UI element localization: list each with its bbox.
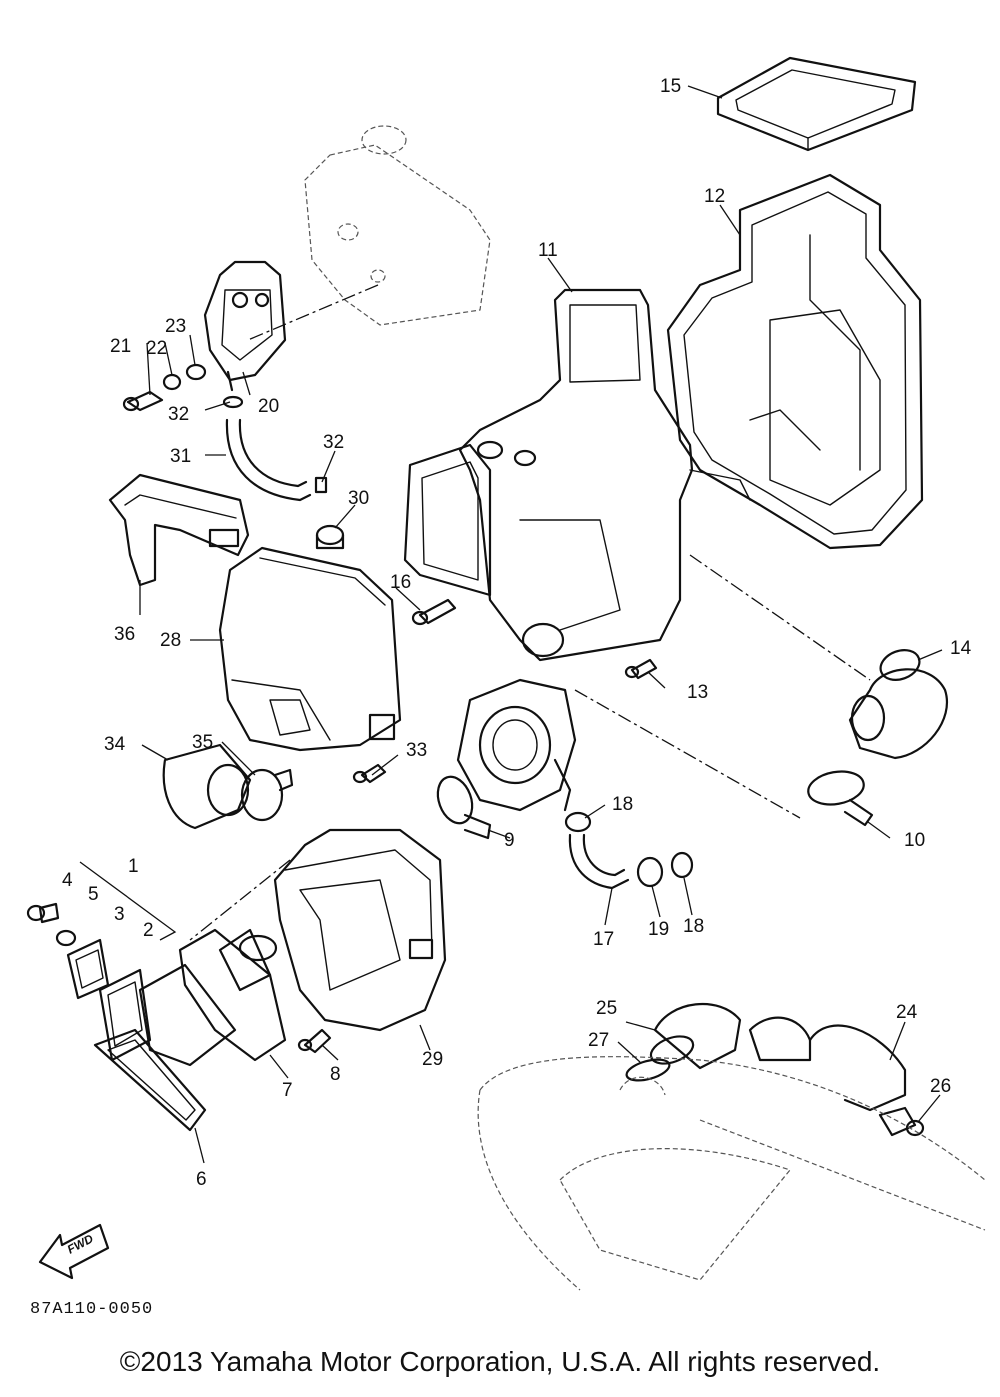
callout-35: 35 xyxy=(192,732,213,753)
part-13-screw xyxy=(624,658,658,680)
hull-reference xyxy=(477,1056,986,1291)
callout-10: 10 xyxy=(904,830,925,851)
parts-1-6-reed-valve xyxy=(26,861,237,1132)
callout-20: 20 xyxy=(258,396,279,417)
callout-6: 6 xyxy=(196,1169,207,1190)
forward-arrow-icon: FWD xyxy=(38,1223,110,1280)
exploded-parts-diagram: FWD 1 2 xyxy=(26,56,986,1291)
part-7-manifold xyxy=(178,928,287,1062)
callout-32a: 32 xyxy=(168,404,189,425)
callout-32b: 32 xyxy=(323,432,344,453)
part-36-bracket xyxy=(108,473,250,587)
callout-1: 1 xyxy=(128,856,139,877)
callout-3: 3 xyxy=(114,904,125,925)
part-12-airbox-cover xyxy=(666,173,924,550)
part-20-fitting xyxy=(203,260,287,392)
callout-18b: 18 xyxy=(683,916,704,937)
part-33-bolt xyxy=(352,763,387,784)
callout-12: 12 xyxy=(704,186,725,207)
callout-19: 19 xyxy=(648,919,669,940)
callout-33: 33 xyxy=(406,740,427,761)
callout-8: 8 xyxy=(330,1064,341,1085)
callout-34: 34 xyxy=(104,734,126,755)
part-8-bolt xyxy=(297,1028,332,1054)
callout-11: 11 xyxy=(538,240,558,261)
part-10-clamp xyxy=(807,770,874,827)
carburetor xyxy=(456,678,801,819)
diagram-code: 87A110-0050 xyxy=(30,1300,154,1319)
callout-26: 26 xyxy=(930,1076,951,1097)
callout-15: 15 xyxy=(660,76,681,97)
callout-36: 36 xyxy=(114,624,135,645)
callout-22: 22 xyxy=(146,338,167,359)
callouts: 1 2 3 4 5 6 7 8 9 10 11 12 13 14 15 16 1… xyxy=(62,76,972,1190)
callout-13: 13 xyxy=(687,682,708,703)
callout-30: 30 xyxy=(348,488,369,509)
part-15-gasket xyxy=(716,56,917,152)
callout-9: 9 xyxy=(504,830,515,851)
copyright-notice: ©2013 Yamaha Motor Corporation, U.S.A. A… xyxy=(119,1346,881,1377)
parts-21-22-23-hardware xyxy=(122,363,207,412)
callout-29: 29 xyxy=(422,1049,443,1070)
part-14-joint xyxy=(689,554,948,760)
callout-31: 31 xyxy=(170,446,191,467)
callout-7: 7 xyxy=(282,1080,293,1101)
oil-tank-reference xyxy=(247,125,491,341)
callout-23: 23 xyxy=(165,316,186,337)
callout-25: 25 xyxy=(596,998,617,1019)
callout-5: 5 xyxy=(88,884,99,905)
callout-17: 17 xyxy=(593,929,614,950)
part-9-clamp xyxy=(436,775,492,840)
callout-14: 14 xyxy=(950,638,972,659)
callout-18a: 18 xyxy=(612,794,633,815)
part-30-cap xyxy=(315,524,345,550)
parts-17-18-19-hose xyxy=(564,811,694,890)
part-31-hose xyxy=(222,395,328,502)
part-11-airbox-main xyxy=(403,288,751,662)
part-29-silencer-lower xyxy=(189,828,447,1032)
callout-27: 27 xyxy=(588,1030,609,1051)
callout-4: 4 xyxy=(62,870,73,891)
callout-24: 24 xyxy=(896,1002,918,1023)
part-16-bolt xyxy=(411,598,457,626)
callout-21: 21 xyxy=(110,336,131,357)
callout-2: 2 xyxy=(143,920,154,941)
callout-28: 28 xyxy=(160,630,181,651)
part-28-silencer-upper xyxy=(218,546,402,752)
callout-16: 16 xyxy=(390,572,411,593)
parts-24-27-exhaust-pipes xyxy=(625,1002,925,1137)
fwd-label: FWD xyxy=(65,1231,96,1256)
part-35-clamp xyxy=(240,768,294,822)
leader-lines xyxy=(139,85,943,1164)
